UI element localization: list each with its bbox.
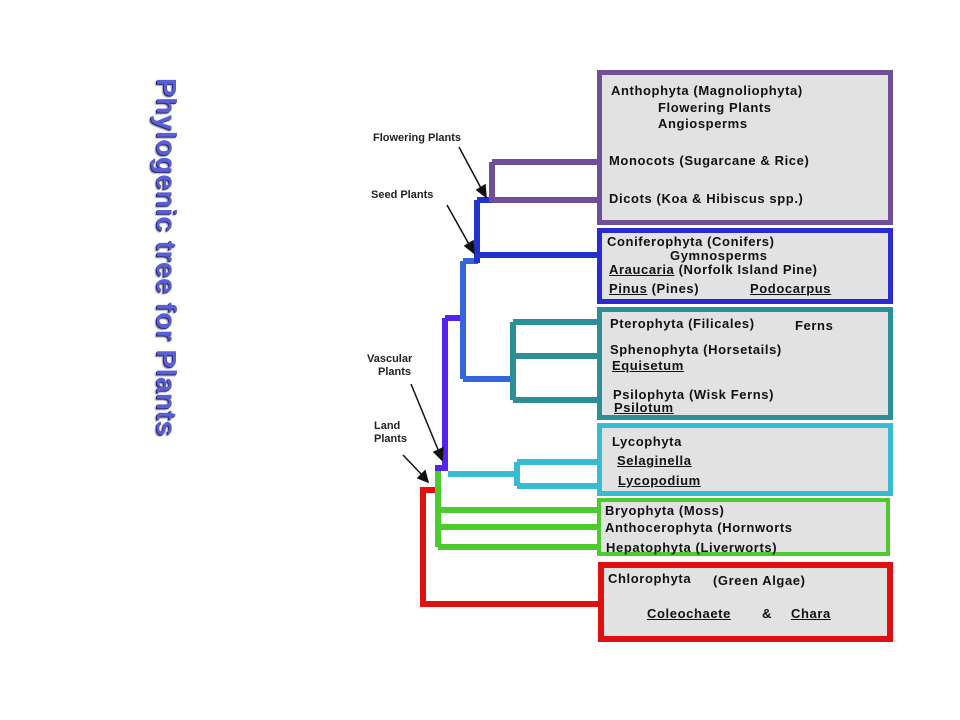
branch-pterophyta: [510, 319, 600, 403]
coniferophyta-title: Coniferophyta (Conifers): [607, 234, 775, 249]
chlorophyta-title: Chlorophyta: [608, 571, 692, 586]
branch-anthophyta: [489, 159, 600, 203]
branch-lycophyta: [448, 459, 600, 489]
sphenophyta-title: Sphenophyta (Horsetails): [610, 342, 782, 357]
pinus-genus: Pinus: [609, 281, 648, 296]
selaginella-genus: Selaginella: [617, 453, 692, 468]
equisetum-genus: Equisetum: [612, 358, 684, 373]
lycophyta-title: Lycophyta: [612, 434, 682, 449]
pinus-common: (Pines): [651, 281, 700, 296]
group-lycophyta: [597, 423, 893, 496]
anthophyta-monocots: Monocots (Sugarcane & Rice): [609, 153, 810, 168]
branch-vascular: [435, 315, 462, 471]
branch-seed-plants: [474, 197, 600, 263]
title-container: Phylogenic tree for Plants: [150, 78, 190, 478]
anthophyta-flowering: Flowering Plants: [658, 100, 772, 115]
group-anthophyta: [597, 70, 893, 225]
annotation-land-line2: Plants: [374, 433, 408, 445]
group-bryophyta: [597, 498, 890, 556]
group-pterophyta: [597, 307, 893, 420]
pterophyta-ferns: Ferns: [795, 318, 834, 333]
group-chlorophyta: [598, 562, 893, 642]
chlorophyta-common: (Green Algae): [713, 573, 806, 588]
bryophyta-title: Bryophyta (Moss): [605, 503, 725, 518]
annotation-seed-plants: Seed Plants: [371, 189, 434, 201]
lycopodium-genus: Lycopodium: [618, 473, 701, 488]
anthophyta-dicots: Dicots (Koa & Hibiscus spp.): [609, 191, 804, 206]
araucaria-genus: Araucaria: [609, 262, 675, 277]
branch-euphyllophytes: [460, 258, 512, 382]
branch-chlorophyta: [420, 487, 600, 607]
anthophyta-angiosperms: Angiosperms: [658, 116, 748, 131]
pterophyta-title: Pterophyta (Filicales): [610, 316, 755, 331]
anthocerophyta-title: Anthocerophyta (Hornworts: [605, 520, 793, 535]
branch-bryophyta: [435, 468, 600, 550]
annotation-vascular-line2: Plants: [378, 366, 412, 378]
annotation-arrows: [402, 146, 487, 484]
anthophyta-title: Anthophyta (Magnoliophyta): [611, 83, 803, 98]
coniferophyta-pinus-row: Pinus (Pines): [609, 281, 699, 296]
annotation-flowering-plants: Flowering Plants: [373, 132, 462, 144]
chara-genus: Chara: [791, 606, 831, 621]
psilotum-genus: Psilotum: [614, 400, 674, 415]
annotation-land-plants: Land Plants: [374, 420, 407, 446]
annotation-vascular-plants: Vascular Plants: [367, 353, 412, 379]
araucaria-common: (Norfolk Island Pine): [678, 262, 818, 277]
coleochaete-genus: Coleochaete: [647, 606, 731, 621]
hepatophyta-title: Hepatophyta (Liverworts): [606, 540, 778, 555]
page-title: Phylogenic tree for Plants: [151, 78, 182, 437]
group-coniferophyta: [597, 228, 893, 304]
podocarpus-genus: Podocarpus: [750, 281, 832, 296]
psilophyta-title: Psilophyta (Wisk Ferns): [613, 387, 775, 402]
chlorophyta-ampersand: &: [762, 606, 772, 621]
annotation-vascular-line1: Vascular: [367, 353, 413, 365]
coniferophyta-gymnosperms: Gymnosperms: [670, 248, 768, 263]
annotation-land-line1: Land: [374, 420, 401, 432]
coniferophyta-araucaria-row: Araucaria (Norfolk Island Pine): [609, 262, 818, 277]
